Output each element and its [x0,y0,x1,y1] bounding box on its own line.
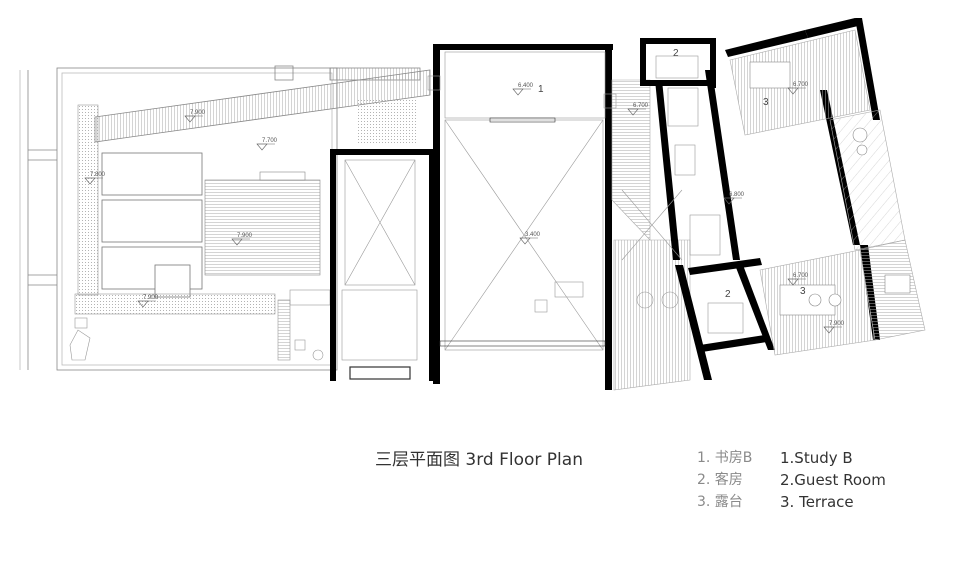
room-number: 1 [538,84,544,95]
deck-bench [259,171,306,181]
elevation-marker: 7.900 [184,110,206,123]
guest-room-top-walls [640,38,716,88]
study-walls [433,44,613,390]
terrace-right-furniture [749,61,911,316]
legend-en-item: 2.Guest Room [780,471,886,489]
room-number: 2 [725,289,731,300]
elevation-label: 7.700 [262,138,278,144]
stair-hatching [611,79,691,391]
elevation-marker: 3.400 [519,232,541,245]
elevation-label: 7.900 [237,233,253,239]
room-number: 2 [673,48,679,59]
elevation-marker: 7.900 [823,321,845,334]
central-void-walls [330,149,435,381]
elevation-label: 6.700 [633,103,649,109]
elevation-marker: 6.700 [787,273,809,286]
legend-cn-item: 2. 客房 [697,472,743,488]
terrace-right-decking [729,29,926,356]
elevation-marker: 7.900 [137,295,159,308]
study-interior [427,51,617,351]
elevation-markers: 7.900 7.700 7.800 7.900 7.900 6.400 [84,82,845,334]
room-number: 3 [763,97,769,108]
elevation-label: 7.800 [90,172,106,178]
guest-room-bottom-walls [688,258,767,352]
central-void-lines [341,159,418,380]
elevation-marker: 6.400 [512,83,534,96]
elevation-label: 7.900 [829,321,845,327]
gravel-strip [77,104,99,296]
corridor-details [621,87,721,261]
central-gravel [358,100,418,145]
elevation-marker: 7.800 [84,172,106,185]
stair-landing-circles [636,291,679,309]
plan-caption: 三层平面图 3rd Floor Plan [375,445,583,470]
room-numbers: 1 2 2 3 3 [538,48,806,300]
caption-chinese: 三层平面图 [375,450,460,470]
guest-room-bottom-bed [707,302,744,334]
legend-chinese: 1. 书房B 2. 客房 3. 露台 [697,447,752,513]
legend-en-item: 1.Study B [780,449,853,467]
elevation-label: 7.900 [190,110,206,116]
legend-cn-item: 3. 露台 [697,494,743,510]
elevation-marker: 6.800 [723,192,745,205]
gravel-band [74,293,276,315]
elevation-marker: 7.700 [256,138,278,151]
elevation-marker: 6.700 [787,82,809,95]
elevation-label: 6.700 [793,273,809,279]
legend-en-item: 3. Terrace [780,493,854,511]
timber-deck [204,179,321,276]
room-number: 3 [800,286,806,297]
elevation-label: 3.400 [525,232,541,238]
lower-left-details [69,289,331,361]
elevation-label: 7.900 [143,295,159,301]
elevation-label: 6.400 [518,83,534,89]
elevation-marker: 6.700 [627,103,649,116]
legend-english: 1.Study B 2.Guest Room 3. Terrace [780,447,886,513]
elevation-label: 6.800 [729,192,745,198]
elevation-label: 6.700 [793,82,809,88]
legend-cn-item: 1. 书房B [697,450,753,466]
guest-room-top-bed [655,55,699,79]
floor-plan-drawing: 7.900 7.700 7.800 7.900 7.900 6.400 [19,18,926,391]
planter-boxes [101,152,203,298]
caption-english: 3rd Floor Plan [465,450,583,470]
elevation-marker: 7.900 [231,233,253,246]
